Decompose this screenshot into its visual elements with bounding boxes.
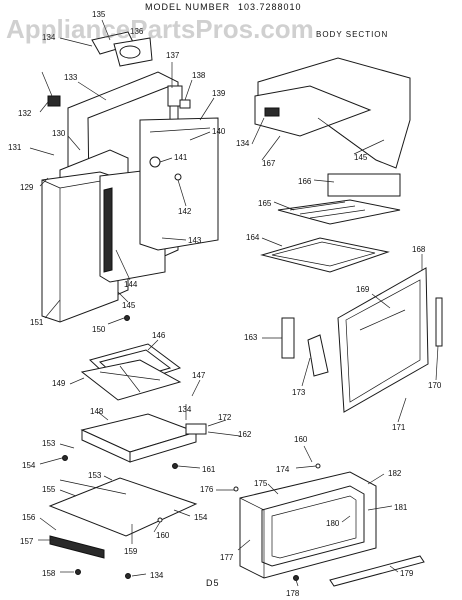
part-label-143: 143 <box>188 236 202 245</box>
part-label-160: 160 <box>294 435 308 444</box>
watermark: AppliancePartsPros.com <box>6 14 314 44</box>
oven-body-frame <box>41 31 219 323</box>
part-label-131: 131 <box>8 143 22 152</box>
part-label-146: 146 <box>152 331 166 340</box>
bottom-panel <box>48 477 198 579</box>
model-number-label: MODEL NUMBER <box>145 2 231 12</box>
part-label-132: 132 <box>18 109 32 118</box>
part-labels: 135 136 134 133 137 138 132 139 130 140 … <box>8 10 442 598</box>
part-label-130: 130 <box>52 129 66 138</box>
broiler-pan <box>80 343 182 401</box>
oven-racks <box>260 173 401 273</box>
part-label-182: 182 <box>388 469 402 478</box>
oven-rear-panel <box>281 267 443 413</box>
part-label-171: 171 <box>392 423 406 432</box>
part-label-129: 129 <box>20 183 34 192</box>
part-label-153b: 153 <box>88 471 102 480</box>
part-label-181: 181 <box>394 503 408 512</box>
part-label-148: 148 <box>90 407 104 416</box>
part-label-176: 176 <box>200 485 214 494</box>
part-label-142: 142 <box>178 207 192 216</box>
part-label-169: 169 <box>356 285 370 294</box>
part-label-159: 159 <box>124 547 138 556</box>
oven-top-assembly <box>254 57 411 169</box>
part-label-161: 161 <box>202 465 216 474</box>
part-label-150: 150 <box>92 325 106 334</box>
part-label-166: 166 <box>298 177 312 186</box>
leader-lines <box>29 19 439 587</box>
part-label-163: 163 <box>244 333 258 342</box>
part-label-147: 147 <box>192 371 206 380</box>
part-label-145b: 145 <box>354 153 368 162</box>
part-label-157: 157 <box>20 537 34 546</box>
part-label-172: 172 <box>218 413 232 422</box>
section-title: BODY SECTION <box>316 30 389 39</box>
part-label-134c: 134 <box>178 405 192 414</box>
part-label-149: 149 <box>52 379 66 388</box>
part-label-153: 153 <box>42 439 56 448</box>
part-label-139: 139 <box>212 89 226 98</box>
part-label-167: 167 <box>262 159 276 168</box>
part-label-175: 175 <box>254 479 268 488</box>
part-label-164: 164 <box>246 233 260 242</box>
part-label-162: 162 <box>238 430 252 439</box>
part-label-134b: 134 <box>236 139 250 148</box>
part-label-151: 151 <box>30 318 44 327</box>
part-label-138: 138 <box>192 71 206 80</box>
part-label-178: 178 <box>286 589 300 598</box>
page-code: D5 <box>206 578 220 588</box>
part-label-144: 144 <box>124 280 138 289</box>
part-label-170: 170 <box>428 381 442 390</box>
part-label-137: 137 <box>166 51 180 60</box>
part-label-160b: 160 <box>156 531 170 540</box>
part-label-136: 136 <box>130 27 144 36</box>
model-number-value: 103.7288010 <box>238 2 302 12</box>
part-label-168: 168 <box>412 245 426 254</box>
part-label-174: 174 <box>276 465 290 474</box>
part-label-154: 154 <box>22 461 36 470</box>
part-label-180: 180 <box>326 519 340 528</box>
part-label-134: 134 <box>42 33 56 42</box>
storage-drawer <box>62 413 207 469</box>
part-label-141: 141 <box>174 153 188 162</box>
part-label-135: 135 <box>92 10 106 19</box>
part-label-158: 158 <box>42 569 56 578</box>
lower-door <box>233 463 425 587</box>
part-label-133: 133 <box>64 73 78 82</box>
part-label-140: 140 <box>212 127 226 136</box>
part-label-145: 145 <box>122 301 136 310</box>
part-label-165: 165 <box>258 199 272 208</box>
part-label-173: 173 <box>292 388 306 397</box>
part-label-156: 156 <box>22 513 36 522</box>
part-label-177: 177 <box>220 553 234 562</box>
part-label-134d: 134 <box>150 571 164 580</box>
part-label-154b: 154 <box>194 513 208 522</box>
part-label-179: 179 <box>400 569 414 578</box>
part-label-155: 155 <box>42 485 56 494</box>
